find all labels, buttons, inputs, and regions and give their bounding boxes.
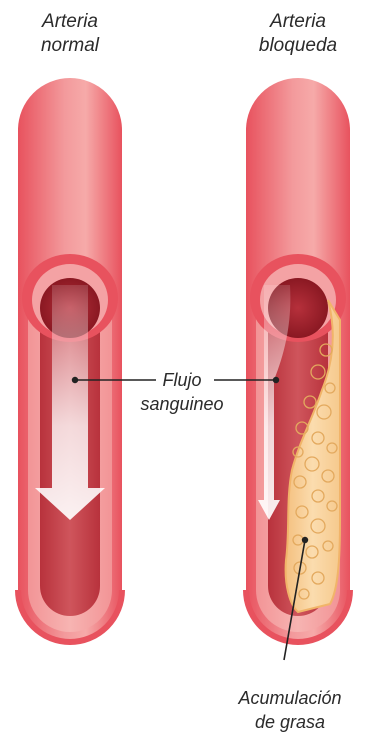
flow-leader-right-dot [273,377,279,383]
fat-buildup-label-line1: Acumulación [212,686,368,710]
fat-leader-dot [302,537,308,543]
blocked-artery [246,78,350,642]
blood-flow-label-line2: sanguineo [128,392,236,416]
normal-artery [18,78,122,642]
blood-flow-label-line1: Flujo [128,368,236,392]
blood-flow-label: Flujo sanguineo [128,368,236,416]
fat-buildup-label: Acumulación de grasa [212,686,368,734]
fat-buildup-label-line2: de grasa [212,710,368,734]
flow-leader-left-dot [72,377,78,383]
